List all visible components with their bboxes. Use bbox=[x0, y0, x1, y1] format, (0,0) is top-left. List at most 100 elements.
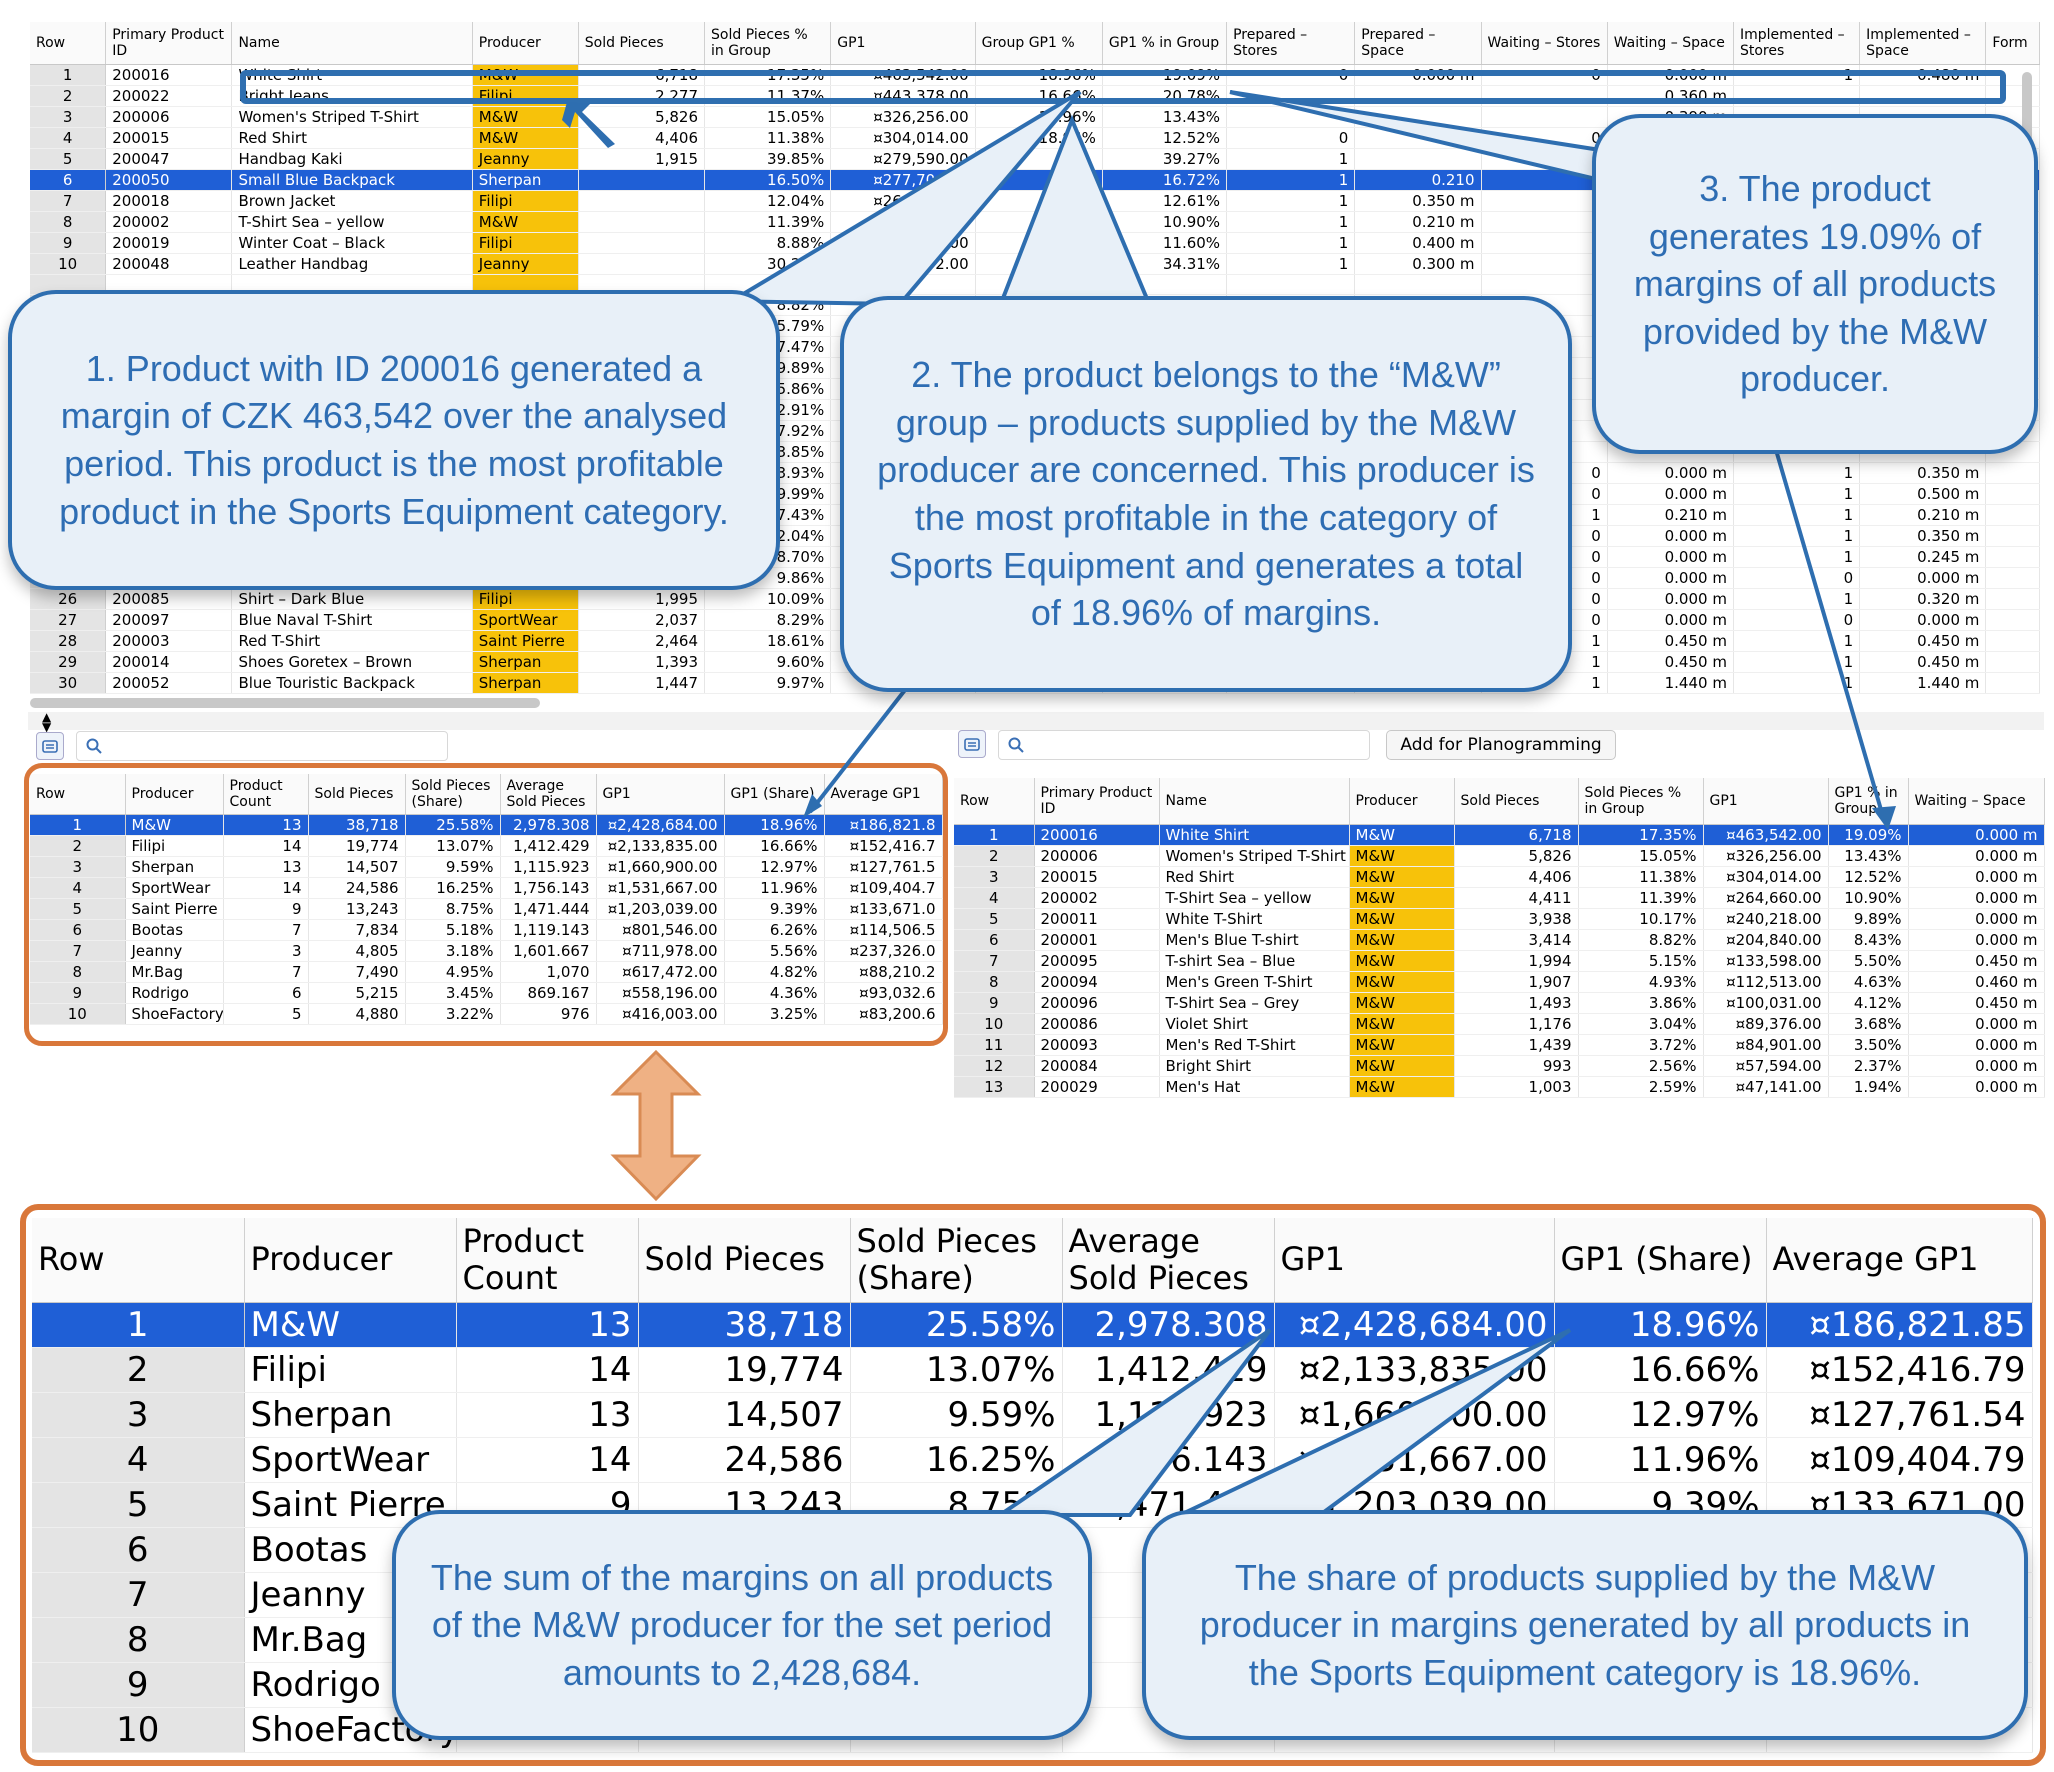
column-header[interactable]: Name bbox=[1159, 778, 1350, 825]
table-cell: 0.000 m bbox=[1607, 483, 1734, 506]
table-row[interactable]: 3Sherpan1314,5079.59%1,115.923¤1,660,900… bbox=[32, 1392, 2033, 1438]
column-header[interactable]: Name bbox=[231, 22, 473, 65]
column-header[interactable]: Sold Pieces (Share) bbox=[405, 774, 501, 815]
column-header[interactable]: Waiting – Stores bbox=[1481, 22, 1608, 65]
column-header[interactable]: Form bbox=[1985, 22, 2040, 65]
table-cell: 2,037 bbox=[578, 609, 706, 632]
column-header[interactable]: GP1 bbox=[1274, 1218, 1555, 1303]
table-cell: Brown Jacket bbox=[231, 190, 473, 212]
column-header[interactable]: Prepared – Space bbox=[1354, 22, 1482, 65]
row-number: 6 bbox=[30, 169, 107, 191]
column-header[interactable]: GP1 % in Group bbox=[1828, 778, 1909, 825]
column-header[interactable]: Average Sold Pieces bbox=[1062, 1218, 1275, 1303]
table-cell: ¤558,196.00 bbox=[596, 982, 725, 1004]
column-header[interactable]: Producer bbox=[244, 1218, 457, 1303]
panel-splitter[interactable] bbox=[28, 712, 2044, 730]
table-cell: Violet Shirt bbox=[1159, 1013, 1350, 1035]
row-number: 9 bbox=[32, 1662, 245, 1708]
column-header[interactable]: Implemented – Stores bbox=[1733, 22, 1861, 65]
right-export-button[interactable] bbox=[958, 730, 986, 758]
column-header[interactable]: Producer bbox=[125, 774, 224, 815]
table-cell: 0.210 m bbox=[1354, 211, 1482, 233]
column-header[interactable]: Sold Pieces bbox=[638, 1218, 851, 1303]
column-header[interactable]: Primary Product ID bbox=[1034, 778, 1160, 825]
table-cell: 14 bbox=[456, 1437, 639, 1483]
column-header[interactable]: GP1 bbox=[1703, 778, 1829, 825]
column-header[interactable]: Row bbox=[954, 778, 1035, 825]
table-cell: ¤2,428,684.00 bbox=[596, 814, 725, 836]
right-search-input[interactable] bbox=[998, 730, 1370, 760]
table-cell: Shoes Goretex – Brown bbox=[231, 651, 473, 674]
column-header[interactable]: Product Count bbox=[223, 774, 309, 815]
top-table-scrollbar[interactable] bbox=[30, 698, 540, 708]
column-header[interactable]: Producer bbox=[472, 22, 579, 65]
column-header[interactable]: GP1 % in Group bbox=[1102, 22, 1228, 65]
collapse-arrows-icon[interactable]: ▲▼ bbox=[42, 710, 52, 734]
column-header[interactable]: Sold Pieces bbox=[1454, 778, 1579, 825]
column-header[interactable]: GP1 (Share) bbox=[724, 774, 825, 815]
column-header[interactable]: GP1 bbox=[830, 22, 976, 65]
column-header[interactable]: Average GP1 bbox=[1766, 1218, 2033, 1303]
export-button[interactable] bbox=[36, 732, 64, 760]
column-header[interactable]: Group GP1 % bbox=[975, 22, 1103, 65]
column-header[interactable]: Average GP1 bbox=[824, 774, 943, 815]
column-header[interactable]: Sold Pieces % in Group bbox=[704, 22, 832, 65]
column-header[interactable]: Waiting – Space bbox=[1908, 778, 2045, 825]
table-cell: 1,003 bbox=[1454, 1076, 1579, 1098]
column-header[interactable]: Sold Pieces bbox=[308, 774, 406, 815]
column-header[interactable]: Sold Pieces (Share) bbox=[850, 1218, 1063, 1303]
table-cell: 3.68% bbox=[1828, 1013, 1909, 1035]
table-cell: 10.17% bbox=[1578, 908, 1704, 930]
table-cell: ¤711,978.00 bbox=[596, 940, 725, 962]
column-header[interactable]: GP1 bbox=[596, 774, 725, 815]
add-for-planogramming-button[interactable]: Add for Planogramming bbox=[1386, 730, 1616, 760]
left-search-input[interactable] bbox=[76, 731, 448, 761]
column-header[interactable]: Sold Pieces % in Group bbox=[1578, 778, 1704, 825]
column-header[interactable]: Prepared – Stores bbox=[1226, 22, 1356, 65]
table-cell: ¤1,203,039.00 bbox=[596, 898, 725, 920]
column-header[interactable]: Primary Product ID bbox=[105, 22, 233, 65]
table-cell: 0 bbox=[1226, 127, 1356, 149]
table-cell: 1.94% bbox=[1828, 1076, 1909, 1098]
column-header[interactable]: Sold Pieces bbox=[578, 22, 706, 65]
column-header[interactable]: Row bbox=[32, 1218, 245, 1303]
column-header[interactable]: Product Count bbox=[456, 1218, 639, 1303]
table-cell: 200019 bbox=[105, 232, 233, 254]
column-header[interactable]: Waiting – Space bbox=[1607, 22, 1734, 65]
column-header[interactable]: Producer bbox=[1349, 778, 1455, 825]
table-cell: ¤109,404.7 bbox=[824, 877, 943, 899]
column-header[interactable]: GP1 (Share) bbox=[1554, 1218, 1767, 1303]
column-header[interactable]: Implemented – Space bbox=[1859, 22, 1987, 65]
column-header[interactable]: Average Sold Pieces bbox=[500, 774, 597, 815]
column-header[interactable]: Row bbox=[30, 774, 126, 815]
column-header[interactable]: Row bbox=[30, 22, 107, 65]
